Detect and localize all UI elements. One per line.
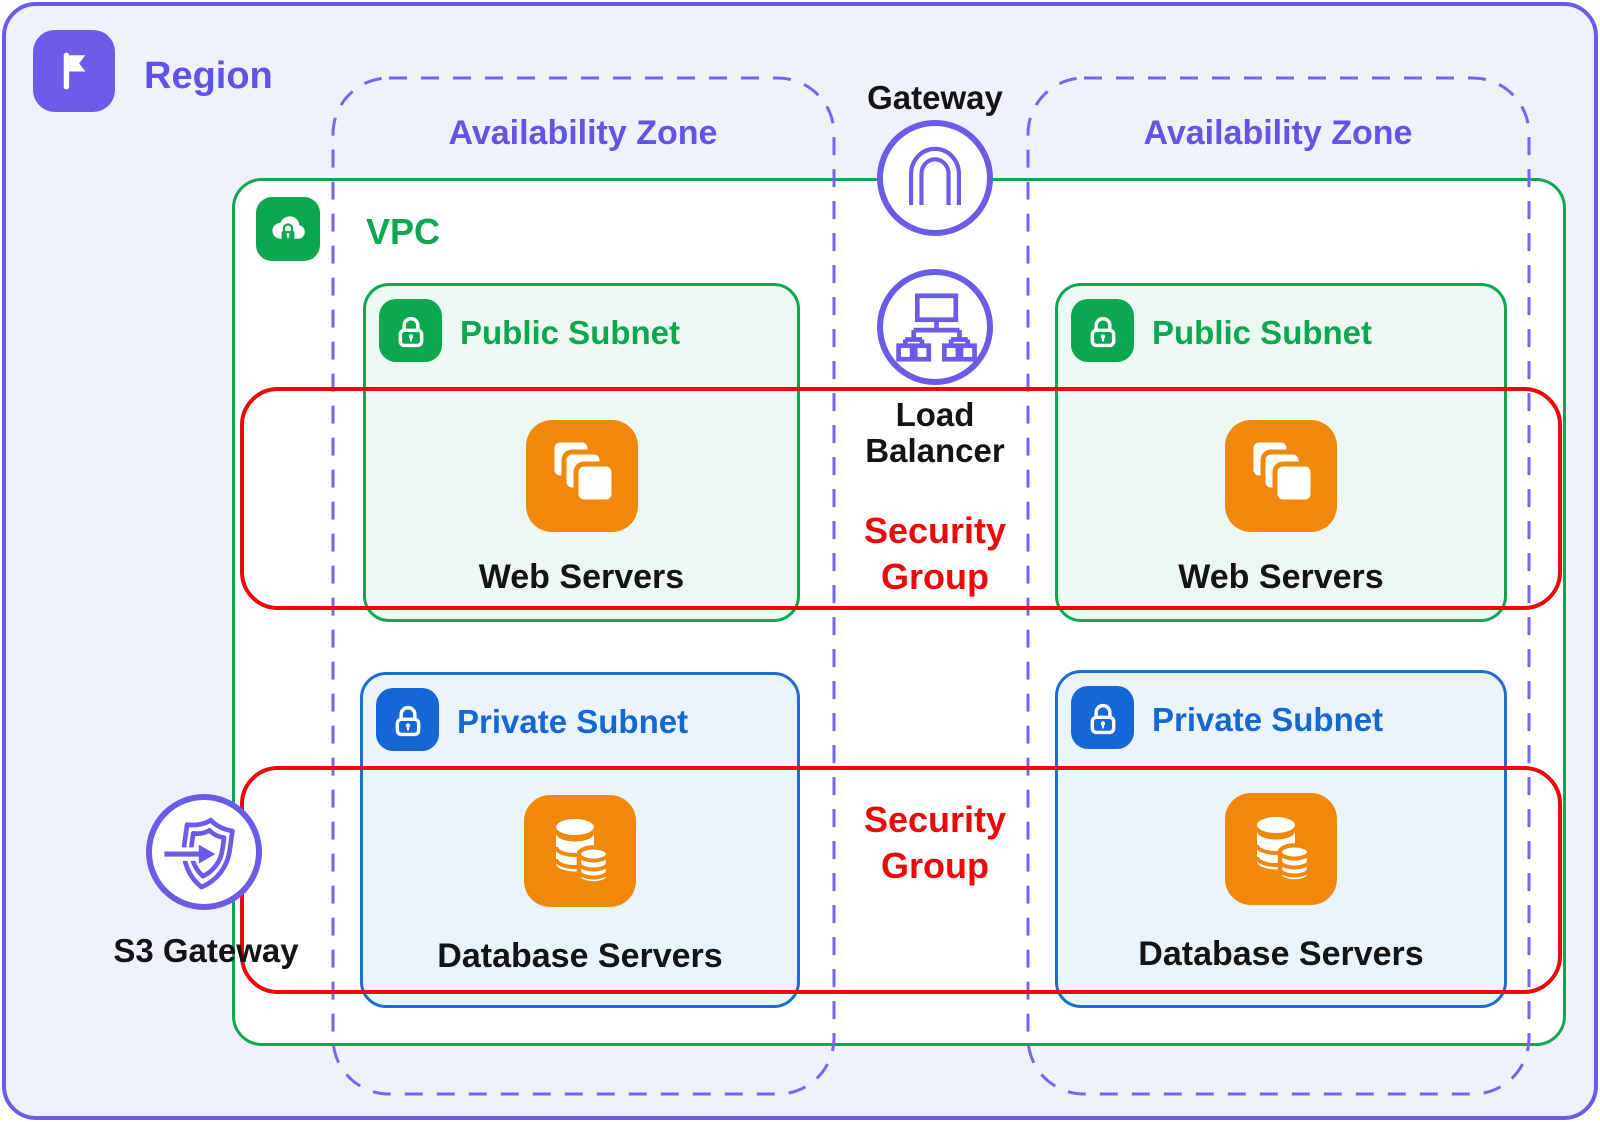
security-group-label-line2: Group (881, 556, 989, 597)
padlock-icon (395, 705, 420, 736)
security-group-web (240, 387, 1562, 610)
load-balancer-label: Load Balancer (835, 397, 1035, 469)
network-tree-icon (896, 293, 977, 362)
security-group-label-line1: Security (863, 510, 1007, 551)
region-icon-tile (33, 30, 115, 112)
load-balancer-label-line1: Load (895, 396, 975, 433)
padlock-icon (1090, 316, 1115, 347)
private-subnet-label: Private Subnet (457, 703, 689, 740)
private-subnet-lock-icon (376, 688, 439, 751)
gateway-label: Gateway (867, 79, 1003, 116)
public-subnet-label: Public Subnet (460, 314, 681, 351)
shield-arrow-icon (164, 817, 235, 890)
flag-icon (63, 52, 86, 90)
vpc-icon-tile (256, 197, 320, 261)
availability-zone-1-label: Availability Zone (448, 114, 718, 152)
security-group-web-label: Security Group (810, 508, 1060, 600)
private-subnet-lock-icon (1071, 686, 1134, 749)
arch-gateway-icon (909, 146, 961, 206)
security-group-db-label: Security Group (810, 797, 1060, 889)
s3-gateway-label: S3 Gateway (113, 932, 299, 969)
public-subnet-lock-icon (1071, 299, 1134, 362)
s3-gateway-circle (146, 794, 262, 910)
availability-zone-2-label: Availability Zone (1143, 114, 1413, 152)
padlock-icon (398, 316, 423, 347)
security-group-label-line1: Security (863, 799, 1007, 840)
region-label: Region (144, 55, 273, 97)
private-subnet-label: Private Subnet (1152, 701, 1384, 738)
gateway-circle (877, 120, 993, 236)
vpc-label: VPC (366, 211, 441, 252)
load-balancer-label-line2: Balancer (865, 432, 1005, 469)
public-subnet-label: Public Subnet (1152, 314, 1373, 351)
cloud-lock-icon (272, 216, 305, 241)
padlock-icon (1090, 703, 1115, 734)
load-balancer-circle (877, 269, 993, 385)
security-group-label-line2: Group (881, 845, 989, 886)
public-subnet-lock-icon (379, 299, 442, 362)
